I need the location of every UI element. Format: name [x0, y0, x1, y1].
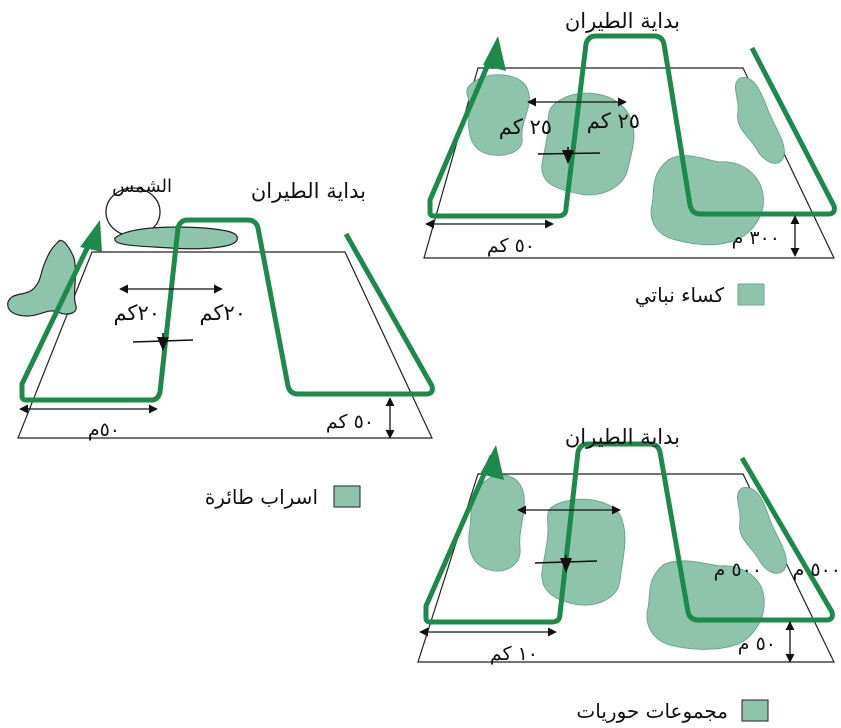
legend-vegetation: كساء نباتي — [635, 283, 765, 308]
vegetation-patch — [650, 155, 764, 246]
flight-path — [19, 217, 435, 403]
base-length-label: ٥٠م — [88, 419, 120, 441]
legend-label: اسراب طائرة — [205, 485, 318, 509]
legend-birds: اسراب طائرة — [205, 485, 361, 509]
flight-arrowhead — [483, 36, 506, 71]
panel-left: الشمس بداية الطيران ٢٠كم ٢٠كم ٥٠م ٥٠ كم — [7, 176, 435, 441]
locust-patch — [468, 474, 525, 572]
vegetation-patch — [541, 92, 635, 196]
bird-swarm-patch — [7, 239, 77, 317]
ground-plane — [423, 67, 835, 259]
distance-left-label: ٢٠كم — [113, 301, 160, 326]
legend-swatch — [737, 283, 765, 306]
legend-label: مجموعات حوريات — [576, 699, 728, 723]
vegetation-patches — [466, 74, 785, 246]
locust-patch — [646, 560, 765, 650]
sun-label: الشمس — [112, 176, 172, 197]
airplane-icon — [534, 555, 598, 573]
legend-label: كساء نباتي — [635, 283, 725, 308]
altitude-label: ٥٠ م — [738, 633, 776, 655]
airplane-icon — [537, 147, 601, 164]
panel-bottom-right: بداية الطيران ٥٠٠ م ٥٠٠ م ١٠ كم ٥٠ م — [417, 425, 841, 665]
flight-arrowhead — [80, 220, 102, 252]
ground-plane — [417, 473, 835, 663]
flight-path — [423, 441, 835, 625]
distance-right-label: ٢٥ كم — [587, 109, 640, 134]
panel-top-right: بداية الطيران ٢٥ كم ٢٥ كم ٥٠ كم ٣٠٠ م — [423, 9, 837, 259]
airplane-icon — [132, 333, 194, 351]
distance-right-label: ٥٠٠ م — [793, 559, 841, 581]
legend-swatch — [333, 485, 361, 508]
base-length-label: ١٠ كم — [490, 643, 538, 665]
altitude-label: ٣٠٠ م — [732, 227, 780, 249]
start-label: بداية الطيران — [565, 9, 680, 33]
legend-swatch — [741, 699, 769, 722]
vegetation-patch — [735, 77, 785, 164]
locust-patch — [541, 498, 626, 606]
start-label: بداية الطيران — [565, 425, 680, 449]
flight-path — [427, 33, 837, 219]
altitude-label: ٥٠ كم — [326, 411, 374, 433]
base-length-label: ٥٠ كم — [487, 235, 535, 257]
locust-patch — [737, 487, 787, 574]
distance-right-label: ٢٠كم — [199, 301, 246, 326]
distance-left-label: ٥٠٠ م — [714, 559, 762, 581]
distance-left-label: ٢٥ كم — [499, 115, 552, 140]
start-label: بداية الطيران — [251, 179, 366, 203]
legend-locust: مجموعات حوريات — [576, 699, 769, 723]
flight-arrowhead — [480, 445, 504, 480]
